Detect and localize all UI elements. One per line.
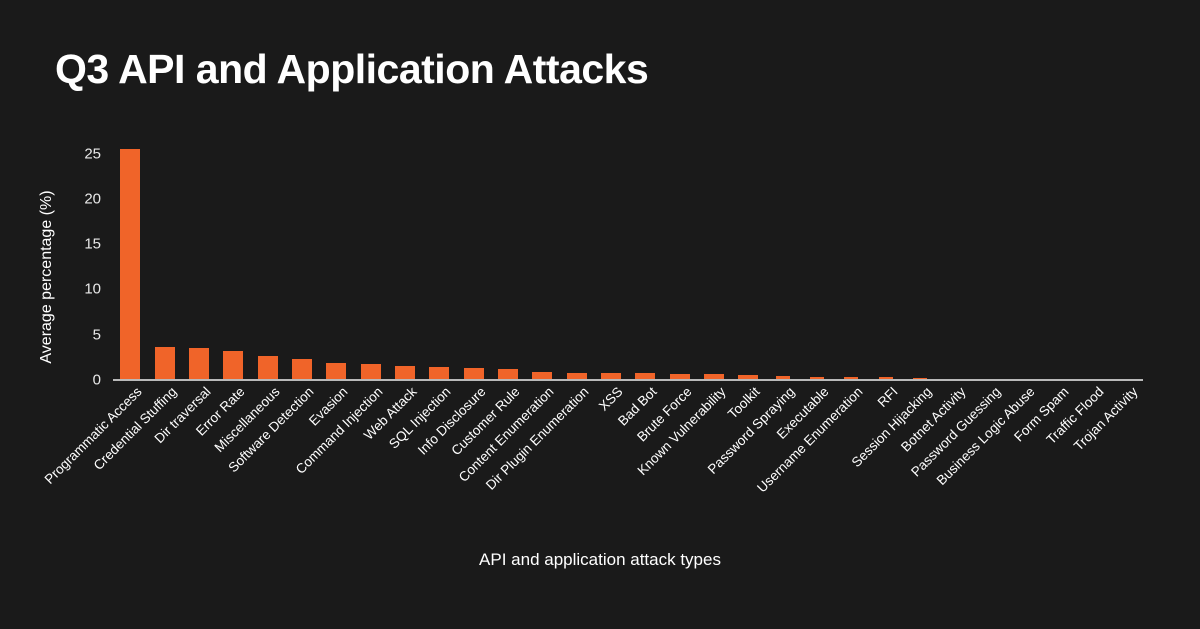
- bar: [291, 359, 312, 380]
- bar: [703, 373, 724, 380]
- bar: [566, 372, 587, 380]
- bar: [912, 377, 927, 380]
- bar: [223, 351, 244, 380]
- bar: [532, 371, 553, 380]
- bar: [394, 366, 415, 380]
- bar: [120, 149, 141, 380]
- y-axis-tick-label: 10: [84, 280, 101, 298]
- bar: [844, 377, 859, 380]
- bar: [497, 369, 518, 380]
- bar: [809, 376, 824, 380]
- y-axis-tick-label: 20: [84, 190, 101, 208]
- bar: [360, 363, 381, 380]
- x-axis-label: API and application attack types: [479, 550, 721, 569]
- y-axis-tick-label: 15: [84, 235, 101, 253]
- bar: [635, 372, 656, 380]
- bar: [154, 346, 175, 380]
- bar: [600, 372, 621, 380]
- y-axis-tick-label: 5: [92, 326, 101, 344]
- chart-title: Q3 API and Application Attacks: [55, 46, 649, 92]
- x-axis-line: [113, 379, 1143, 381]
- bar: [326, 362, 347, 380]
- bar: [775, 375, 790, 380]
- bar: [257, 356, 278, 380]
- x-axis-tick-label: RFI: [874, 384, 901, 410]
- bar: [669, 373, 690, 380]
- x-axis-tick-label: XSS: [595, 384, 626, 414]
- bar: [878, 377, 893, 380]
- y-axis-tick-label: 25: [84, 145, 101, 163]
- y-axis-tick-label: 0: [92, 371, 101, 389]
- bar: [463, 368, 484, 380]
- bar: [429, 367, 450, 380]
- bar: [738, 374, 759, 380]
- bar: [188, 348, 209, 380]
